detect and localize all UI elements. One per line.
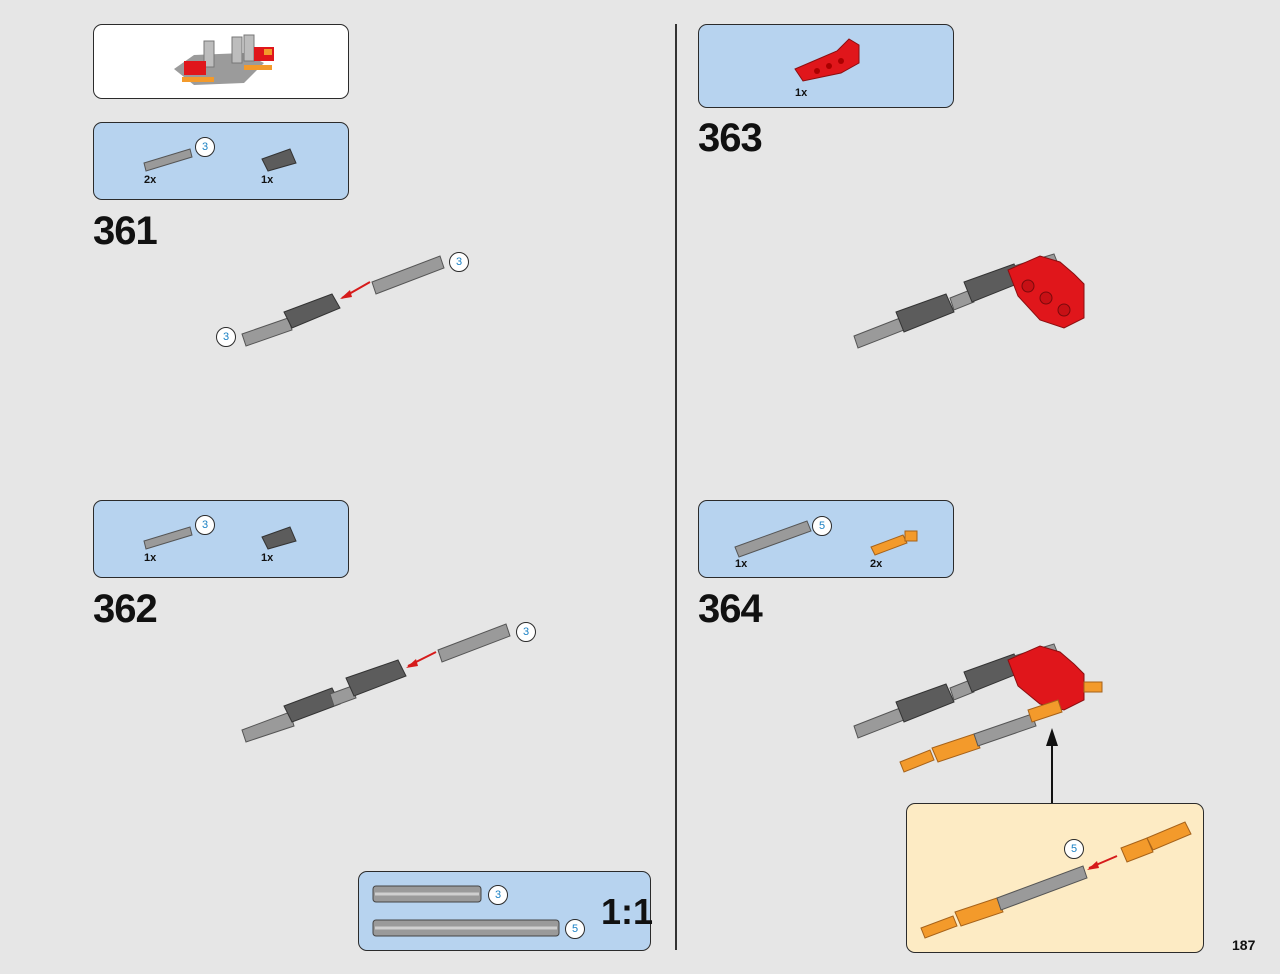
subassembly-callout-box: 5 — [906, 803, 1204, 953]
parts-364-image — [734, 520, 918, 558]
step-number-364: 364 — [698, 587, 763, 631]
page-number: 187 — [1232, 937, 1256, 953]
part-quantity: 2x — [144, 174, 157, 186]
length-callout: 5 — [565, 919, 585, 939]
length-callout: 3 — [195, 515, 215, 535]
length-callout: 3 — [195, 137, 215, 157]
column-divider — [675, 24, 677, 950]
parts-box-step-361: 3 2x 1x — [93, 122, 349, 200]
callout-illustration — [920, 821, 1192, 939]
parts-362-image — [143, 526, 297, 550]
part-quantity: 1x — [261, 174, 274, 186]
part-quantity: 1x — [144, 552, 157, 564]
subassembly-preview-box — [93, 24, 349, 99]
length-callout: 5 — [1064, 839, 1084, 859]
parts-361-image — [143, 148, 297, 172]
scale-axles — [372, 885, 560, 937]
parts-363-image — [794, 38, 860, 82]
scale-label: 1:1 — [601, 891, 654, 932]
scale-reference-box: 3 5 1:1 — [358, 871, 654, 951]
parts-box-step-364: 5 1x 2x — [698, 500, 954, 578]
length-callout: 5 — [812, 516, 832, 536]
length-callout: 3 — [516, 622, 536, 642]
part-quantity: 1x — [795, 87, 808, 99]
part-quantity: 1x — [735, 558, 748, 570]
length-callout: 3 — [488, 885, 508, 905]
step-number-361: 361 — [93, 209, 158, 253]
length-callout: 3 — [216, 327, 236, 347]
parts-box-step-363: 1x — [698, 24, 954, 108]
step-number-363: 363 — [698, 116, 763, 160]
part-quantity: 1x — [261, 552, 274, 564]
parts-box-step-362: 3 1x 1x — [93, 500, 349, 578]
part-quantity: 2x — [870, 558, 883, 570]
subassembly-preview-image — [174, 34, 274, 85]
step-number-362: 362 — [93, 587, 158, 631]
length-callout: 3 — [449, 252, 469, 272]
